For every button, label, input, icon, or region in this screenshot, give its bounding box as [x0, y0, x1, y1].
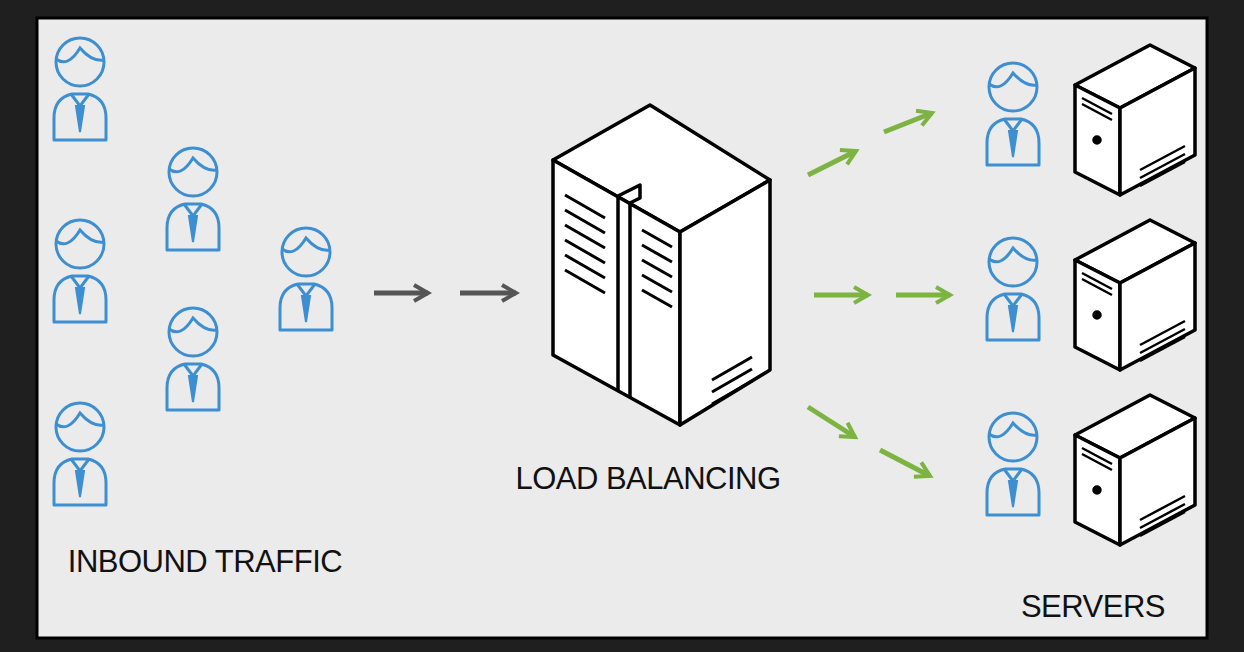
person-icon	[280, 228, 332, 330]
caption-label: INBOUND TRAFFIC	[68, 545, 342, 579]
person-icon	[167, 308, 219, 410]
inbound-arrow	[460, 291, 516, 296]
person-icon	[54, 403, 106, 505]
person-icon	[987, 238, 1039, 340]
caption-label: SERVERS	[1021, 590, 1165, 624]
person-icon	[987, 413, 1039, 515]
distribution-arrows	[808, 113, 950, 476]
server-tower	[1075, 45, 1195, 195]
panel	[37, 18, 1207, 638]
server-tower	[1075, 220, 1195, 370]
person-icon	[54, 220, 106, 322]
person-icon	[54, 38, 106, 140]
person-icon	[987, 63, 1039, 165]
load-balancer-cabinet	[553, 105, 770, 425]
person-icon	[167, 148, 219, 250]
caption-label: LOAD BALANCING	[515, 462, 780, 496]
inbound-arrow	[374, 291, 428, 296]
server-tower	[1075, 395, 1195, 545]
